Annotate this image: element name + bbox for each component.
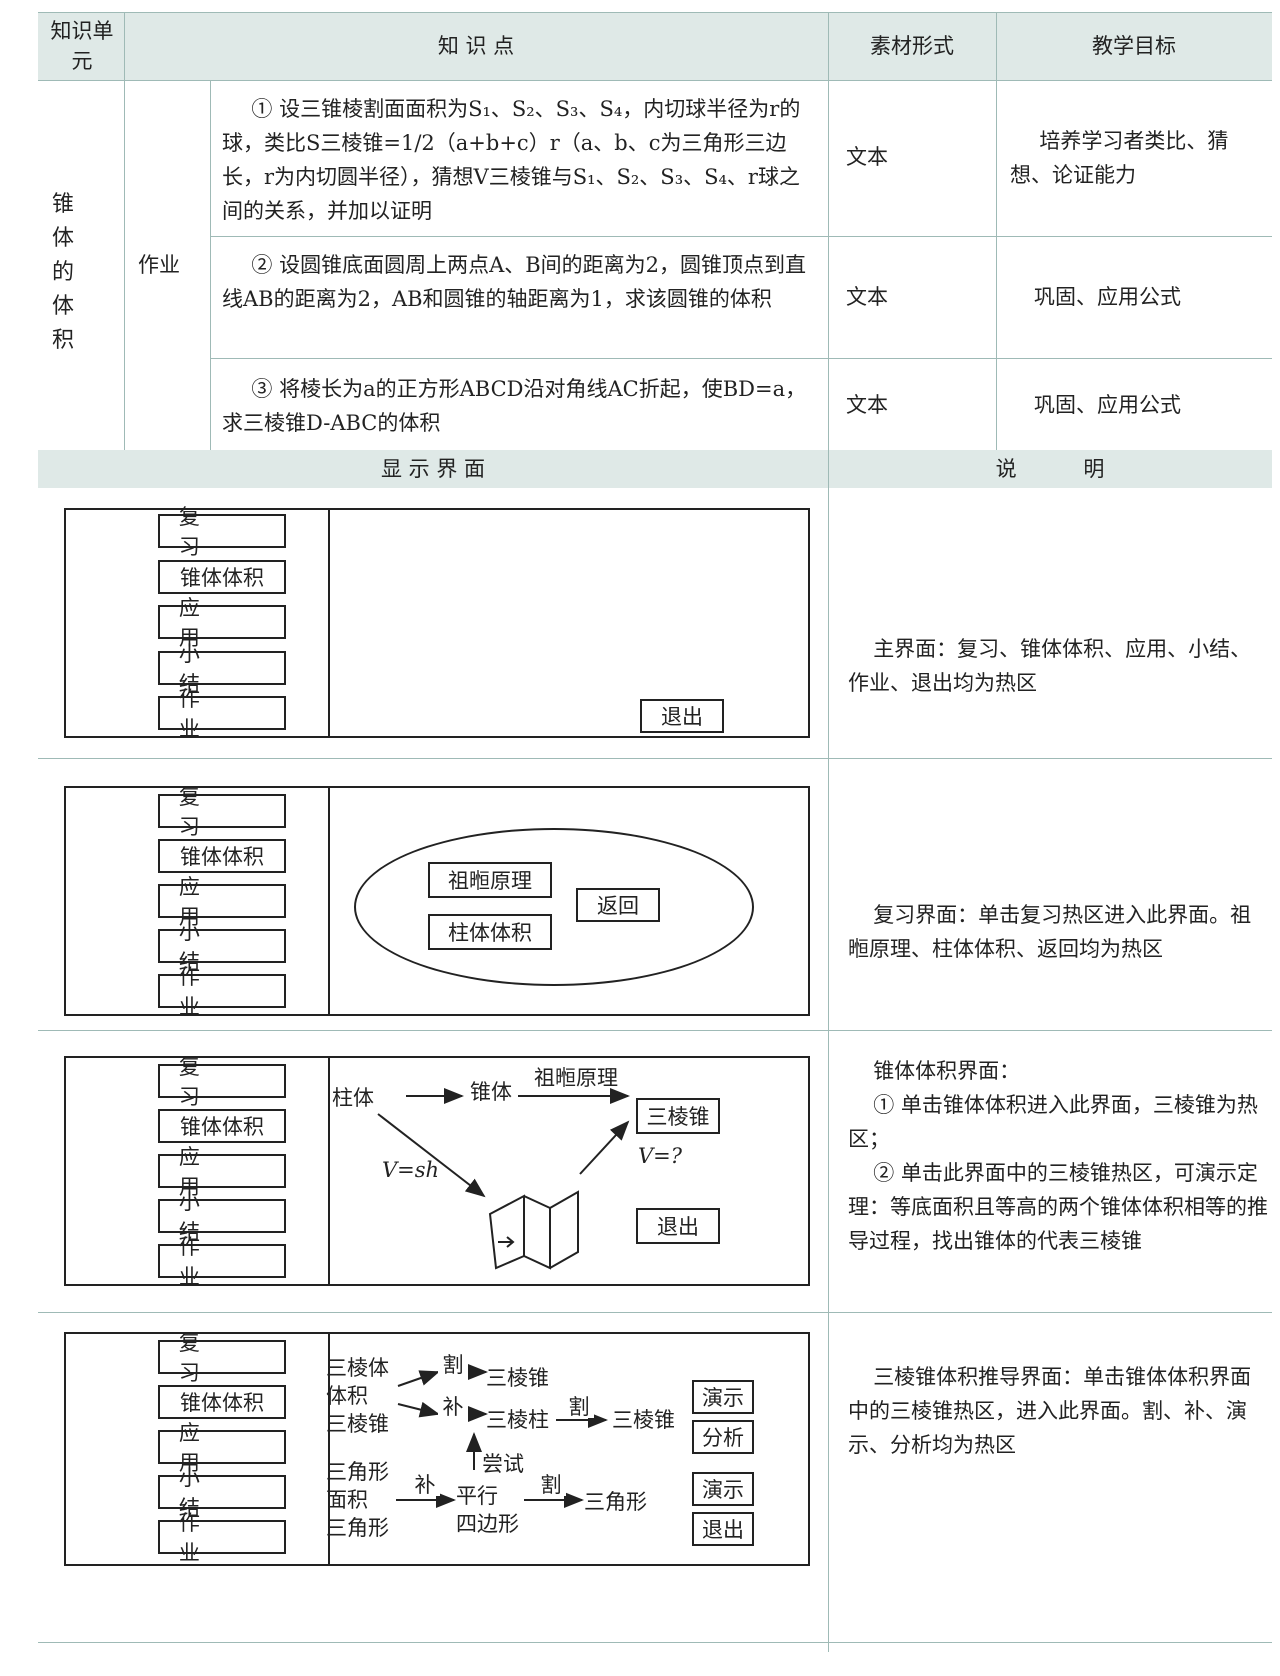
menu-summary-button[interactable]: 小 结	[158, 920, 286, 974]
header-knowledge-point: 知 识 点	[437, 34, 515, 58]
goal-3: 巩固、应用公式	[1034, 393, 1181, 417]
back-button[interactable]: 返回	[576, 888, 660, 922]
zugeng-principle-button[interactable]: 祖暅原理	[428, 862, 552, 898]
menu-cone-volume-button[interactable]: 锥体体积	[158, 560, 286, 594]
menu-homework-button[interactable]: 作 业	[158, 965, 286, 1019]
header-goal: 教学目标	[1092, 34, 1176, 58]
label-pyramid-result-2: 三棱锥	[612, 1408, 675, 1432]
material-2: 文本	[846, 285, 888, 309]
triangular-pyramid-button[interactable]: 三棱锥	[636, 1098, 720, 1134]
menu-cone-volume-button[interactable]: 锥体体积	[158, 1109, 286, 1143]
fill-button-2[interactable]: 补	[410, 1472, 440, 1497]
review-ellipse	[354, 828, 754, 986]
label-triangle-result: 三角形	[584, 1490, 647, 1514]
section-header-band	[38, 450, 1272, 488]
menu-review-button[interactable]: 复 习	[158, 505, 286, 559]
menu-cone-volume-button[interactable]: 锥体体积	[158, 1385, 286, 1419]
analyze-button[interactable]: 分析	[692, 1420, 754, 1454]
panel-main-interface: 复 习 锥体体积 应 用 小 结 作 业 退出	[64, 505, 810, 741]
header-unit: 知识单元	[50, 19, 114, 73]
demo-button-2[interactable]: 演示	[692, 1472, 754, 1506]
knowledge-point-3: ③ 将棱长为a的正方形ABCD沿对角线AC折起，使BD=a，求三棱锥D-ABC的…	[222, 377, 807, 435]
menu-review-button[interactable]: 复 习	[158, 785, 286, 839]
panel2-description: 复习界面：单击复习热区进入此界面。祖暅原理、柱体体积、返回均为热区	[848, 903, 1252, 961]
cone-flow-arrows	[377, 1088, 630, 1270]
table-header-band	[38, 12, 1272, 80]
demo-button-1[interactable]: 演示	[692, 1380, 754, 1414]
cut-button-2[interactable]: 割	[564, 1394, 594, 1419]
menu-homework-button[interactable]: 作 业	[158, 1511, 286, 1565]
menu-summary-button[interactable]: 小 结	[158, 642, 286, 696]
panel-review-interface: 复 习 锥体体积 应 用 小 结 作 业 祖暅原理 柱体体积 返回	[64, 785, 810, 1019]
goal-1: 培养学习者类比、猜想、论证能力	[1010, 129, 1229, 187]
menu-application-button[interactable]: 应 用	[158, 596, 286, 650]
label-v-question: V=?	[638, 1144, 683, 1168]
fill-button[interactable]: 补	[438, 1394, 468, 1419]
label-prism-result: 三棱柱	[486, 1408, 549, 1432]
prism-volume-button[interactable]: 柱体体积	[428, 914, 552, 950]
menu-application-button[interactable]: 应 用	[158, 1421, 286, 1475]
label-area: 面积	[326, 1488, 368, 1512]
knowledge-point-1: ① 设三锥棱割面面积为S₁、S₂、S₃、S₄，内切球半径为r的球，类比S三棱锥=…	[222, 97, 801, 223]
exit-button[interactable]: 退出	[640, 699, 724, 733]
panel4-description: 三棱锥体积推导界面：单击锥体体积界面中的三棱锥热区，进入此界面。割、补、演示、分…	[848, 1365, 1252, 1457]
label-triangle-area-2: 三角形	[326, 1516, 389, 1540]
material-1: 文本	[846, 145, 888, 169]
menu-homework-button[interactable]: 作 业	[158, 687, 286, 741]
label-zugeng: 祖暅原理	[534, 1066, 618, 1090]
section-header-note: 说 明	[995, 457, 1105, 481]
label-try: 尝试	[482, 1452, 524, 1476]
label-parallelogram-1: 平行	[456, 1484, 498, 1508]
label-cone: 锥体	[470, 1080, 512, 1104]
menu-homework-button[interactable]: 作 业	[158, 1235, 286, 1289]
document-page: 知识单元 知 识 点 素材形式 教学目标 锥 体 的 体 积 作业 ① 设三锥棱…	[38, 12, 1272, 1652]
cut-button[interactable]: 割	[438, 1352, 468, 1377]
material-3: 文本	[846, 393, 888, 417]
menu-application-button[interactable]: 应 用	[158, 875, 286, 929]
knowledge-point-2: ② 设圆锥底面圆周上两点A、B间的距离为2，圆锥顶点到直线AB的距离为2，AB和…	[222, 253, 807, 311]
label-prism-volume-1: 三棱体	[326, 1356, 389, 1380]
menu-cone-volume-button[interactable]: 锥体体积	[158, 839, 286, 873]
label-volume: 体积	[326, 1384, 368, 1408]
panel3-description: 锥体体积界面： ① 单击锥体体积进入此界面，三棱锥为热区； ② 单击此界面中的三…	[848, 1059, 1268, 1253]
goal-2: 巩固、应用公式	[1034, 285, 1181, 309]
category-homework: 作业	[138, 253, 180, 277]
label-pyramid: 三棱锥	[326, 1412, 389, 1436]
label-v-sh: V=sh	[382, 1158, 440, 1182]
cut-button-3[interactable]: 割	[536, 1472, 566, 1497]
label-parallelogram-2: 四边形	[456, 1512, 519, 1536]
label-prism: 柱体	[332, 1086, 374, 1110]
section-header-display: 显 示 界 面	[380, 457, 486, 481]
label-triangle-area-1: 三角形	[326, 1460, 389, 1484]
panel1-description: 主界面：复习、锥体体积、应用、小结、作业、退出均为热区	[848, 637, 1252, 695]
folding-prism-icon	[488, 1190, 579, 1270]
panel-pyramid-derivation-interface: 复 习 锥体体积 应 用 小 结 作 业 三棱体 体积 三棱锥 割 三棱锥 补 …	[64, 1331, 810, 1566]
exit-button[interactable]: 退出	[636, 1208, 720, 1244]
exit-button[interactable]: 退出	[692, 1512, 754, 1546]
header-material: 素材形式	[870, 34, 954, 58]
panel-cone-volume-interface: 复 习 锥体体积 应 用 小 结 作 业 柱体 锥体 祖暅原理 三棱锥	[64, 1055, 810, 1289]
label-pyramid-result-1: 三棱锥	[486, 1366, 549, 1390]
unit-name: 锥 体 的 体 积	[51, 192, 74, 353]
